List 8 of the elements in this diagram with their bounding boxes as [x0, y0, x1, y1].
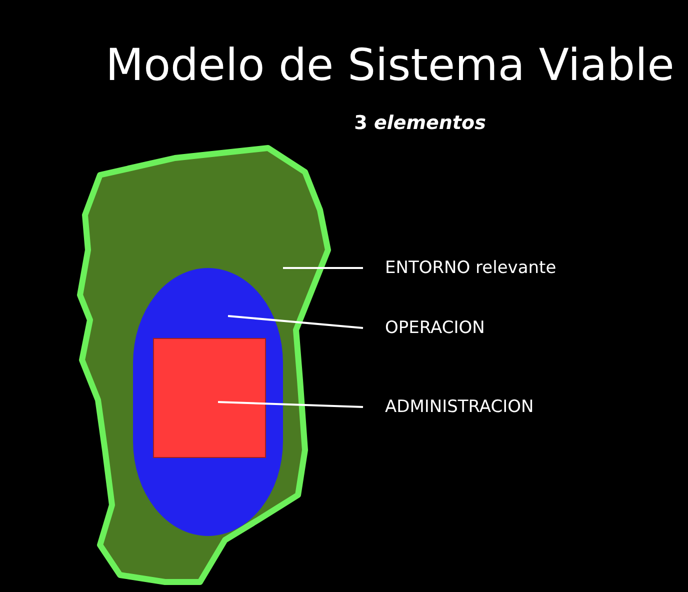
square-region	[153, 338, 266, 458]
callout-label: ADMINISTRACION	[385, 396, 534, 418]
subtitle: 3 elementos	[353, 112, 487, 134]
leader-line	[283, 267, 363, 269]
leader-line	[218, 401, 364, 408]
callout-label: OPERACION	[385, 317, 485, 339]
title: Modelo de Sistema Viable	[104, 39, 676, 93]
callout-label: ENTORNO relevante	[385, 257, 556, 279]
